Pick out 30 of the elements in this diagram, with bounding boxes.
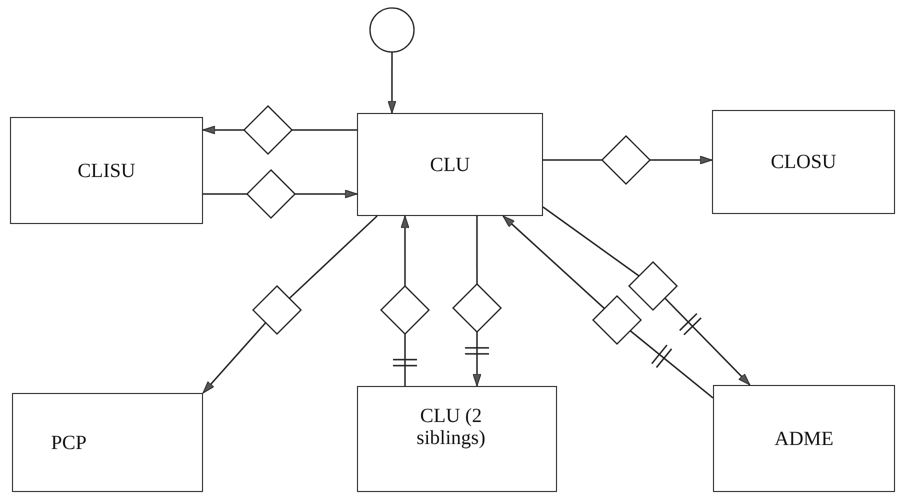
decision-diamond [252, 285, 302, 335]
decision-diamond [601, 135, 651, 185]
node-label: CLU (2 siblings) [416, 405, 486, 449]
node-label: ADME [774, 428, 834, 450]
connector-arrow [650, 156, 712, 164]
connector-arrow [388, 52, 396, 114]
decision-diamond [628, 261, 678, 311]
node-label: PCP [51, 432, 87, 454]
connector-arrow [400, 216, 410, 286]
process-box [357, 386, 557, 492]
start-circle [369, 7, 415, 53]
connector-arrow [294, 190, 358, 198]
connector-arrow [472, 332, 482, 386]
process-box [12, 393, 203, 492]
node-label: CLU [430, 154, 470, 176]
decision-diamond [380, 285, 430, 335]
connector-arrow [202, 322, 266, 394]
decision-diamond [246, 169, 296, 219]
process-box [357, 113, 543, 216]
node-label: CLOSU [770, 151, 836, 173]
process-box [713, 385, 895, 492]
decision-diamond [452, 283, 502, 333]
decision-diamond [243, 105, 293, 155]
decision-diamond [592, 295, 642, 345]
process-box [712, 110, 895, 214]
process-box [10, 117, 203, 224]
connector-arrow [202, 126, 244, 134]
node-label: CLISU [78, 160, 136, 182]
connector-arrow [502, 215, 605, 310]
connector-arrow [664, 298, 750, 386]
